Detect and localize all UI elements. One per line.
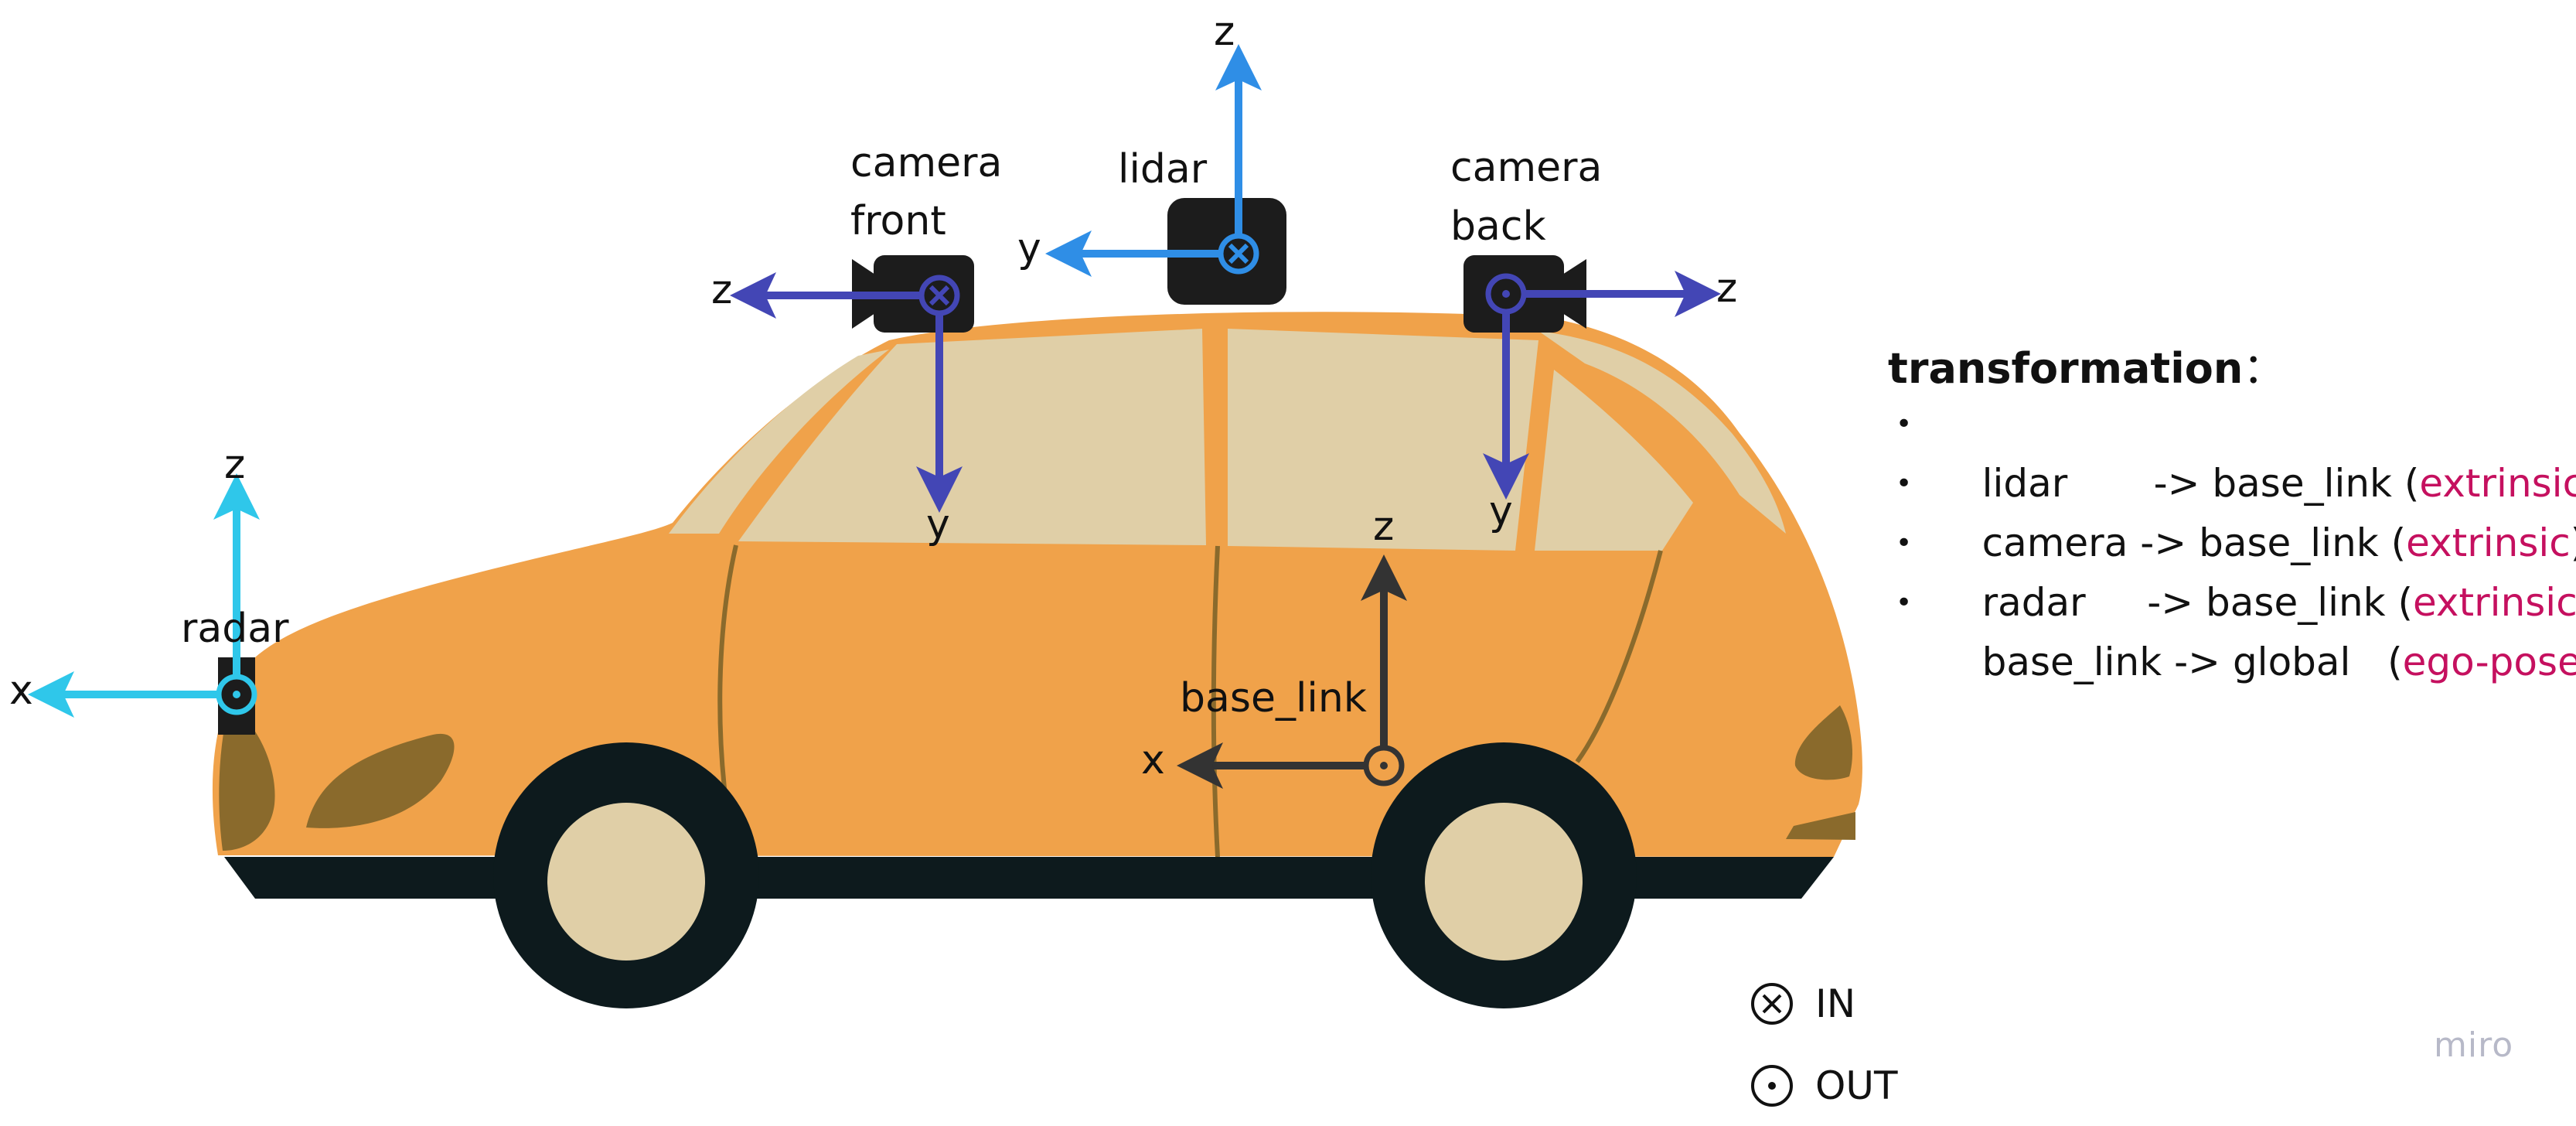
transform-tag: extrinsic xyxy=(2413,580,2576,625)
transform-target: -> global ( xyxy=(2174,640,2403,684)
radar-label: radar xyxy=(181,606,289,652)
car-window-front xyxy=(738,329,1206,545)
lidar-in-symbol xyxy=(1218,233,1259,275)
transform-target: -> base_link ( xyxy=(2153,461,2420,506)
transform-source: base_link xyxy=(1981,640,2162,684)
transform-source: camera xyxy=(1981,520,2128,565)
bullet-icon: • xyxy=(1896,587,1913,619)
transform-tag: extrinsic xyxy=(2406,520,2571,565)
car-window-middle xyxy=(1228,329,1538,551)
camera-front-label-line1: camera xyxy=(850,140,1002,186)
lidar-z-label: z xyxy=(1214,9,1235,55)
bullet-icon: • xyxy=(1896,527,1913,559)
camera-back-label-line1: camera xyxy=(1450,145,1602,191)
lidar-y-label: y xyxy=(1017,225,1041,271)
camera-front-y-label: y xyxy=(926,501,950,548)
camera-front-z-label: z xyxy=(711,267,732,313)
legend-out-label: OUT xyxy=(1815,1063,1898,1108)
camera-back-z-label: z xyxy=(1716,265,1737,312)
camera-back-out-symbol xyxy=(1485,273,1527,315)
base-link-frame: base_link z x xyxy=(1141,503,1407,789)
car-illustration xyxy=(212,312,1862,1008)
in-symbol-icon xyxy=(1751,983,1793,1025)
car-front-bumper xyxy=(219,705,275,851)
transform-target: -> base_link ( xyxy=(2140,520,2407,565)
radar-frame: radar z x xyxy=(9,442,289,735)
front-wheel xyxy=(493,742,759,1008)
car-rear-bumper xyxy=(1786,812,1855,840)
transformation-item-lidar: •lidar -> base_link (extrinsic) xyxy=(1896,394,2576,506)
camera-front-frame: camera front z y xyxy=(711,140,1002,548)
transformation-title-text: transformation xyxy=(1888,344,2244,393)
transformation-item-base-link: •base_link -> global (ego-pose) xyxy=(1896,573,2576,684)
transform-target: -> base_link ( xyxy=(2147,580,2414,625)
transform-spacer xyxy=(2162,640,2174,684)
base-link-label: base_link xyxy=(1180,675,1367,722)
transform-source: lidar xyxy=(1981,461,2068,506)
camera-front-label-line2: front xyxy=(850,198,946,244)
radar-out-symbol xyxy=(216,674,257,715)
transformation-list: •lidar -> base_link (extrinsic) •camera … xyxy=(1896,394,2576,684)
car-hood-light xyxy=(669,350,889,534)
transform-tag: ego-pose xyxy=(2402,640,2576,684)
transform-source: radar xyxy=(1981,580,2086,625)
car-tail-light xyxy=(1794,705,1852,780)
transform-close: ) xyxy=(2571,520,2576,565)
radar-x-label: x xyxy=(9,667,33,714)
out-symbol-icon xyxy=(1751,1065,1793,1107)
transform-tag: extrinsic xyxy=(2419,461,2576,506)
car-window-rear xyxy=(1535,370,1693,551)
base-link-out-symbol xyxy=(1363,745,1405,786)
rear-wheel xyxy=(1371,742,1637,1008)
legend-in: IN xyxy=(1749,981,1855,1027)
lidar-frame: lidar z y xyxy=(1017,9,1286,305)
base-link-x-label: x xyxy=(1141,737,1165,783)
transformation-title-colon: ： xyxy=(2243,344,2285,393)
camera-back-frame: camera back z y xyxy=(1450,145,1737,534)
camera-back-y-label: y xyxy=(1489,488,1513,534)
transformation-item-camera: •camera -> base_link (extrinsic) xyxy=(1896,454,2576,565)
base-link-z-label: z xyxy=(1373,503,1394,550)
car-door-line-rear xyxy=(1575,550,1663,763)
miro-watermark: miro xyxy=(2434,1025,2514,1065)
transformation-item-radar: •radar -> base_link (extrinsic) xyxy=(1896,514,2576,625)
legend-out: OUT xyxy=(1749,1063,1898,1109)
camera-back-label-line2: back xyxy=(1450,203,1546,250)
radar-z-label: z xyxy=(224,442,245,488)
bullet-icon: • xyxy=(1896,468,1913,500)
legend-in-label: IN xyxy=(1815,981,1856,1026)
transformation-title: transformation： xyxy=(1888,334,2285,395)
camera-front-in-symbol xyxy=(918,275,960,316)
car-headlight xyxy=(306,733,455,828)
bullet-icon: • xyxy=(1896,408,1913,440)
lidar-label: lidar xyxy=(1118,146,1208,193)
car-door-line-middle xyxy=(1211,545,1220,858)
